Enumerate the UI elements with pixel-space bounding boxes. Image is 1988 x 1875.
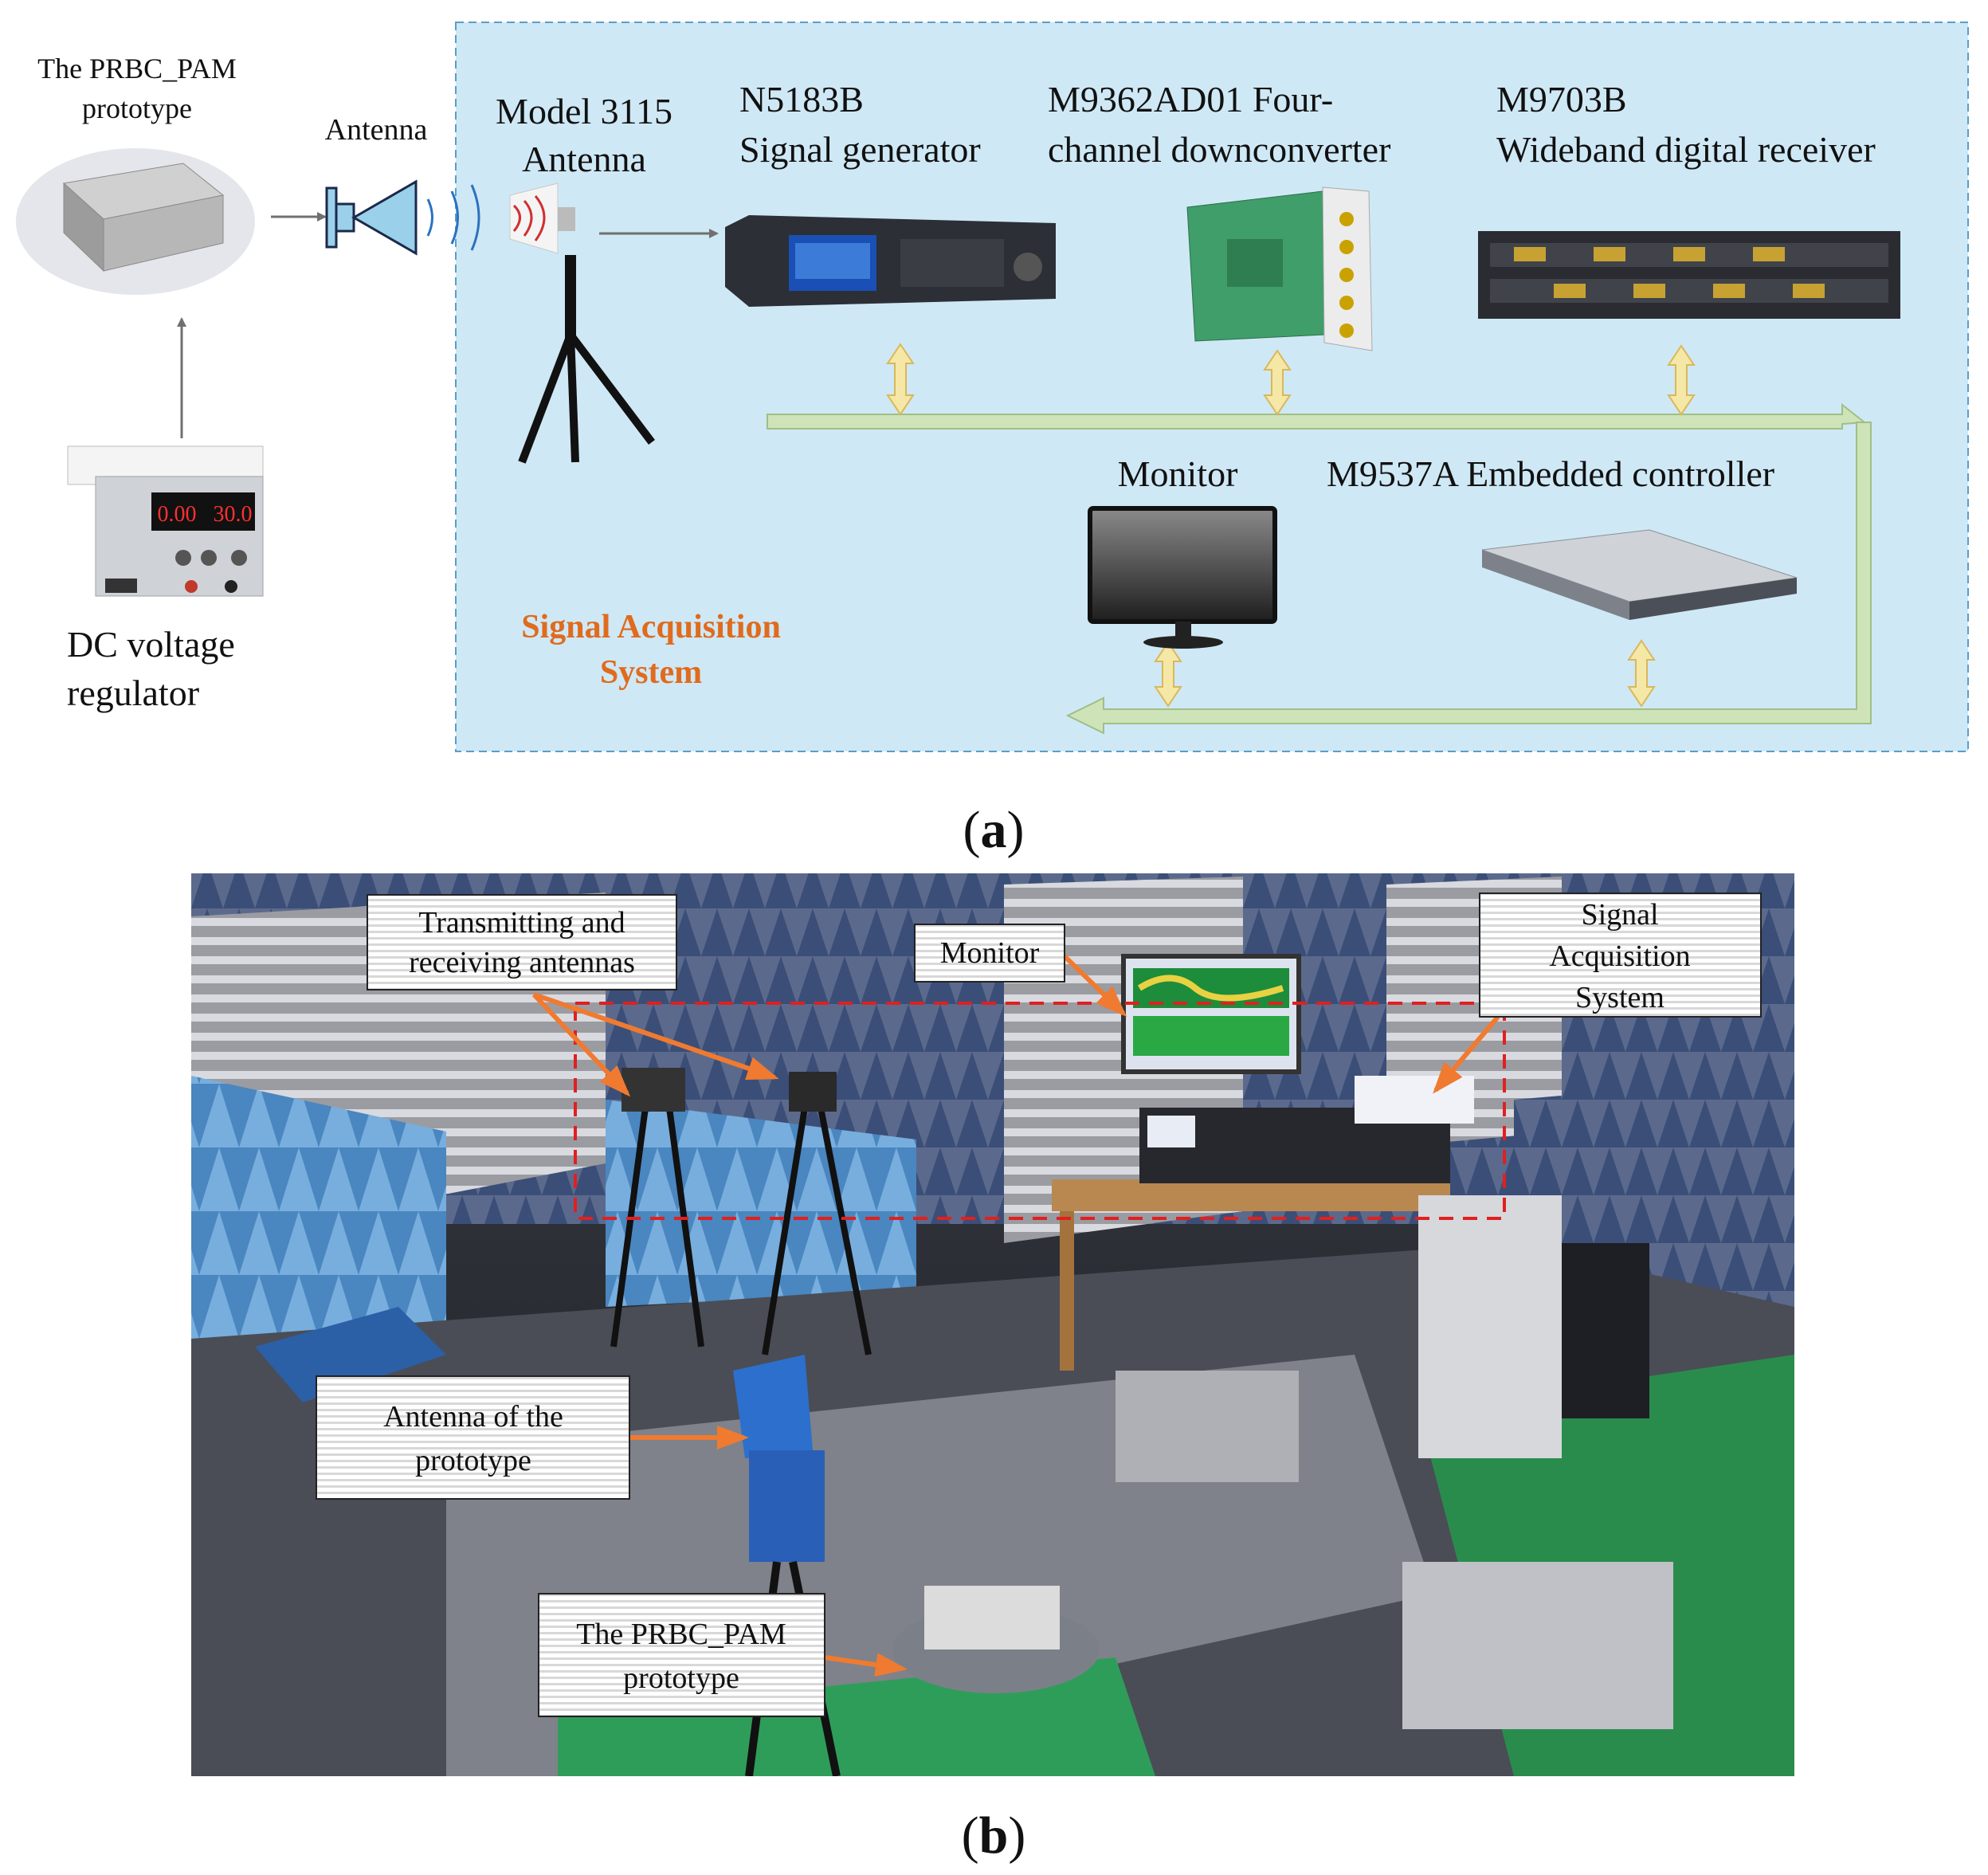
callout-arrow-antennas-left: [531, 992, 631, 1097]
callout-arrow-acquisition: [1433, 1015, 1500, 1094]
callout-antennas: Transmitting and receiving antennas: [367, 894, 677, 990]
psu-display-left: 0.00: [158, 502, 197, 527]
dc-regulator-photo: 0.00 30.0: [67, 445, 264, 597]
callout-antenna-proto: Antenna of the prototype: [316, 1375, 630, 1500]
controller-label: M9537A Embedded controller: [1327, 453, 1774, 494]
signal-generator-label-line2: Signal generator: [739, 129, 981, 170]
psu-display-right: 30.0: [214, 502, 253, 527]
acquisition-highlight-box: [574, 1002, 1506, 1220]
callout-arrow-antennas-right: [533, 992, 779, 1081]
antenna-label: Antenna: [325, 113, 428, 147]
model-3115-antenna-photo: [509, 182, 655, 464]
chamber-photo: [191, 873, 1794, 1776]
callout-acquisition-line1: Signal: [1581, 898, 1658, 932]
callout-acquisition: Signal Acquisition System: [1479, 892, 1762, 1018]
callout-prototype-line2: prototype: [623, 1661, 739, 1695]
bidir-arrow-generator: [886, 343, 915, 416]
callout-acquisition-line2: Acquisition: [1549, 939, 1690, 973]
model-3115-label-line2: Antenna: [522, 139, 646, 179]
callout-antennas-line1: Transmitting and: [418, 906, 625, 939]
callout-monitor: Monitor: [914, 924, 1065, 983]
acquisition-system-box: [455, 22, 1969, 752]
receiver-label-line1: M9703B: [1496, 79, 1627, 120]
monitor-label: Monitor: [1118, 453, 1238, 494]
data-bus-return: [1065, 422, 1872, 735]
dc-regulator-label-line2: regulator: [67, 673, 199, 713]
downconverter-label-line1: M9362AD01 Four-: [1048, 79, 1333, 120]
prototype-label-line1: The PRBC_PAM: [37, 53, 237, 84]
panel-b: Transmitting and receiving antennas Moni…: [191, 873, 1794, 1865]
callout-prototype-line1: The PRBC_PAM: [576, 1618, 786, 1651]
digital-receiver-photo: [1478, 231, 1900, 319]
data-bus-upper: [767, 402, 1867, 430]
bidir-arrow-controller: [1627, 639, 1656, 708]
downconverter-photo: [1186, 186, 1373, 351]
bidir-arrow-monitor: [1154, 641, 1182, 708]
horn-antenna-icon: [325, 179, 480, 256]
monitor-photo: [1088, 506, 1277, 649]
downconverter-label-line2: channel downconverter: [1048, 129, 1390, 170]
receiver-label-line2: Wideband digital receiver: [1496, 129, 1876, 170]
model-3115-label-line1: Model 3115: [496, 91, 672, 131]
signal-generator-photo: [725, 215, 1056, 307]
bidir-arrow-receiver: [1667, 344, 1696, 416]
system-label-line1: Signal Acquisition: [521, 609, 781, 645]
prototype-photo: [16, 148, 255, 295]
prototype-label-line2: prototype: [82, 92, 192, 124]
signal-generator-label-line1: N5183B: [739, 79, 864, 120]
callout-arrow-monitor: [1061, 953, 1127, 1018]
caption-a: (a): [963, 801, 1025, 859]
bidir-arrow-downconverter: [1263, 349, 1292, 416]
callout-acquisition-line3: System: [1575, 981, 1665, 1014]
caption-b: (b): [962, 1806, 1026, 1865]
panel-a: The PRBC_PAM prototype Antenna 0.00 30.0: [16, 22, 1969, 859]
embedded-controller-photo: [1481, 529, 1798, 620]
dc-regulator-label-line1: DC voltage: [67, 624, 235, 665]
callout-antenna-proto-line1: Antenna of the: [383, 1400, 563, 1434]
callout-arrow-prototype: [824, 1653, 908, 1677]
callout-antennas-line2: receiving antennas: [409, 946, 635, 979]
callout-monitor-text: Monitor: [940, 936, 1040, 970]
system-label-line2: System: [600, 654, 702, 691]
callout-antenna-proto-line2: prototype: [415, 1444, 531, 1477]
callout-prototype: The PRBC_PAM prototype: [538, 1593, 825, 1717]
